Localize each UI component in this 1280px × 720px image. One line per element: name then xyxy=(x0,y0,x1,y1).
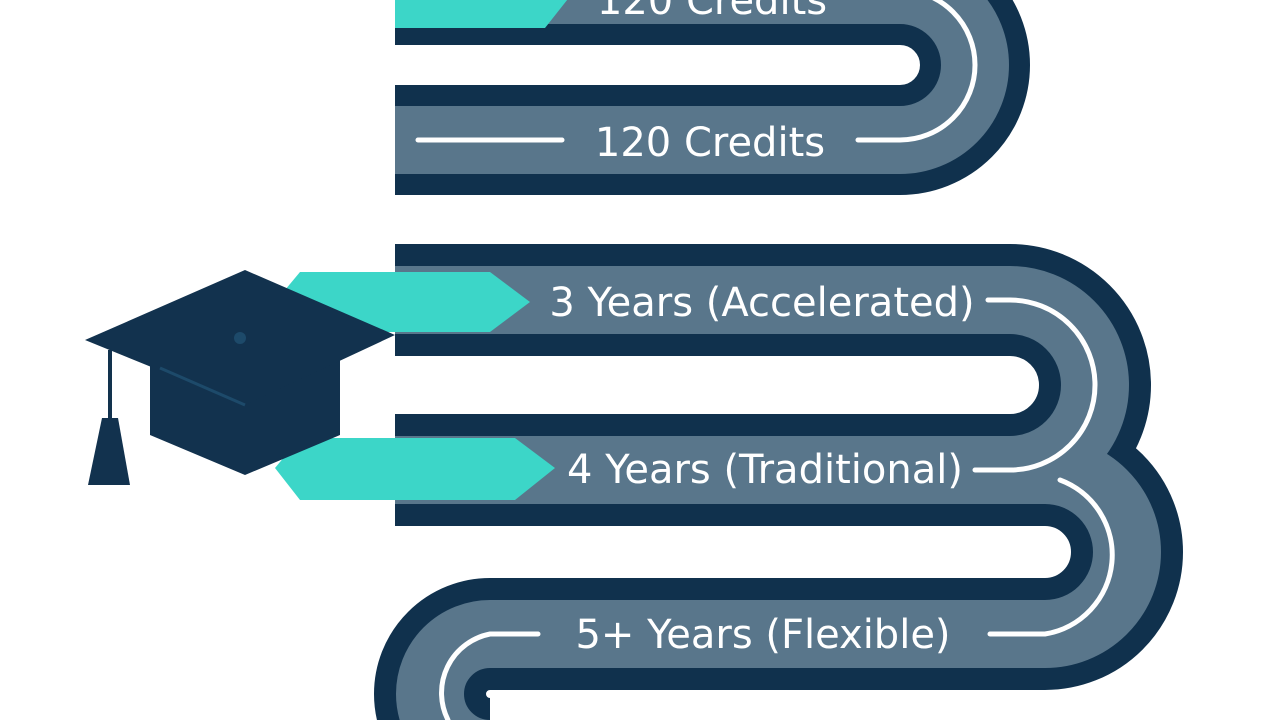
cap-base xyxy=(150,360,340,475)
pathway-road-marking-1 xyxy=(972,297,1098,473)
credits-road-gap xyxy=(395,48,885,84)
credits-label: 120 Credits xyxy=(595,120,825,166)
graduation-cap-icon xyxy=(85,270,395,485)
pathway-road-gap-2 xyxy=(520,528,1045,572)
flexible-label: 5+ Years (Flexible) xyxy=(575,612,950,658)
accelerated-label: 3 Years (Accelerated) xyxy=(549,280,974,326)
pathway-road-gap-1 xyxy=(395,362,1015,410)
cap-button xyxy=(234,332,246,344)
traditional-label: 4 Years (Traditional) xyxy=(567,447,963,493)
credits-arrow xyxy=(395,0,568,28)
credits-road xyxy=(395,0,1030,195)
credits-label-top: 120 Credits xyxy=(597,0,827,24)
pathway-road xyxy=(275,244,1183,720)
cap-board-edge xyxy=(159,366,246,407)
credits-road-marking xyxy=(855,0,978,143)
pathway-road-marking-3 xyxy=(439,631,541,720)
traditional-arrow xyxy=(275,438,555,500)
cap-tassel xyxy=(88,418,130,485)
pathway-road-marking-2 xyxy=(987,477,1115,637)
